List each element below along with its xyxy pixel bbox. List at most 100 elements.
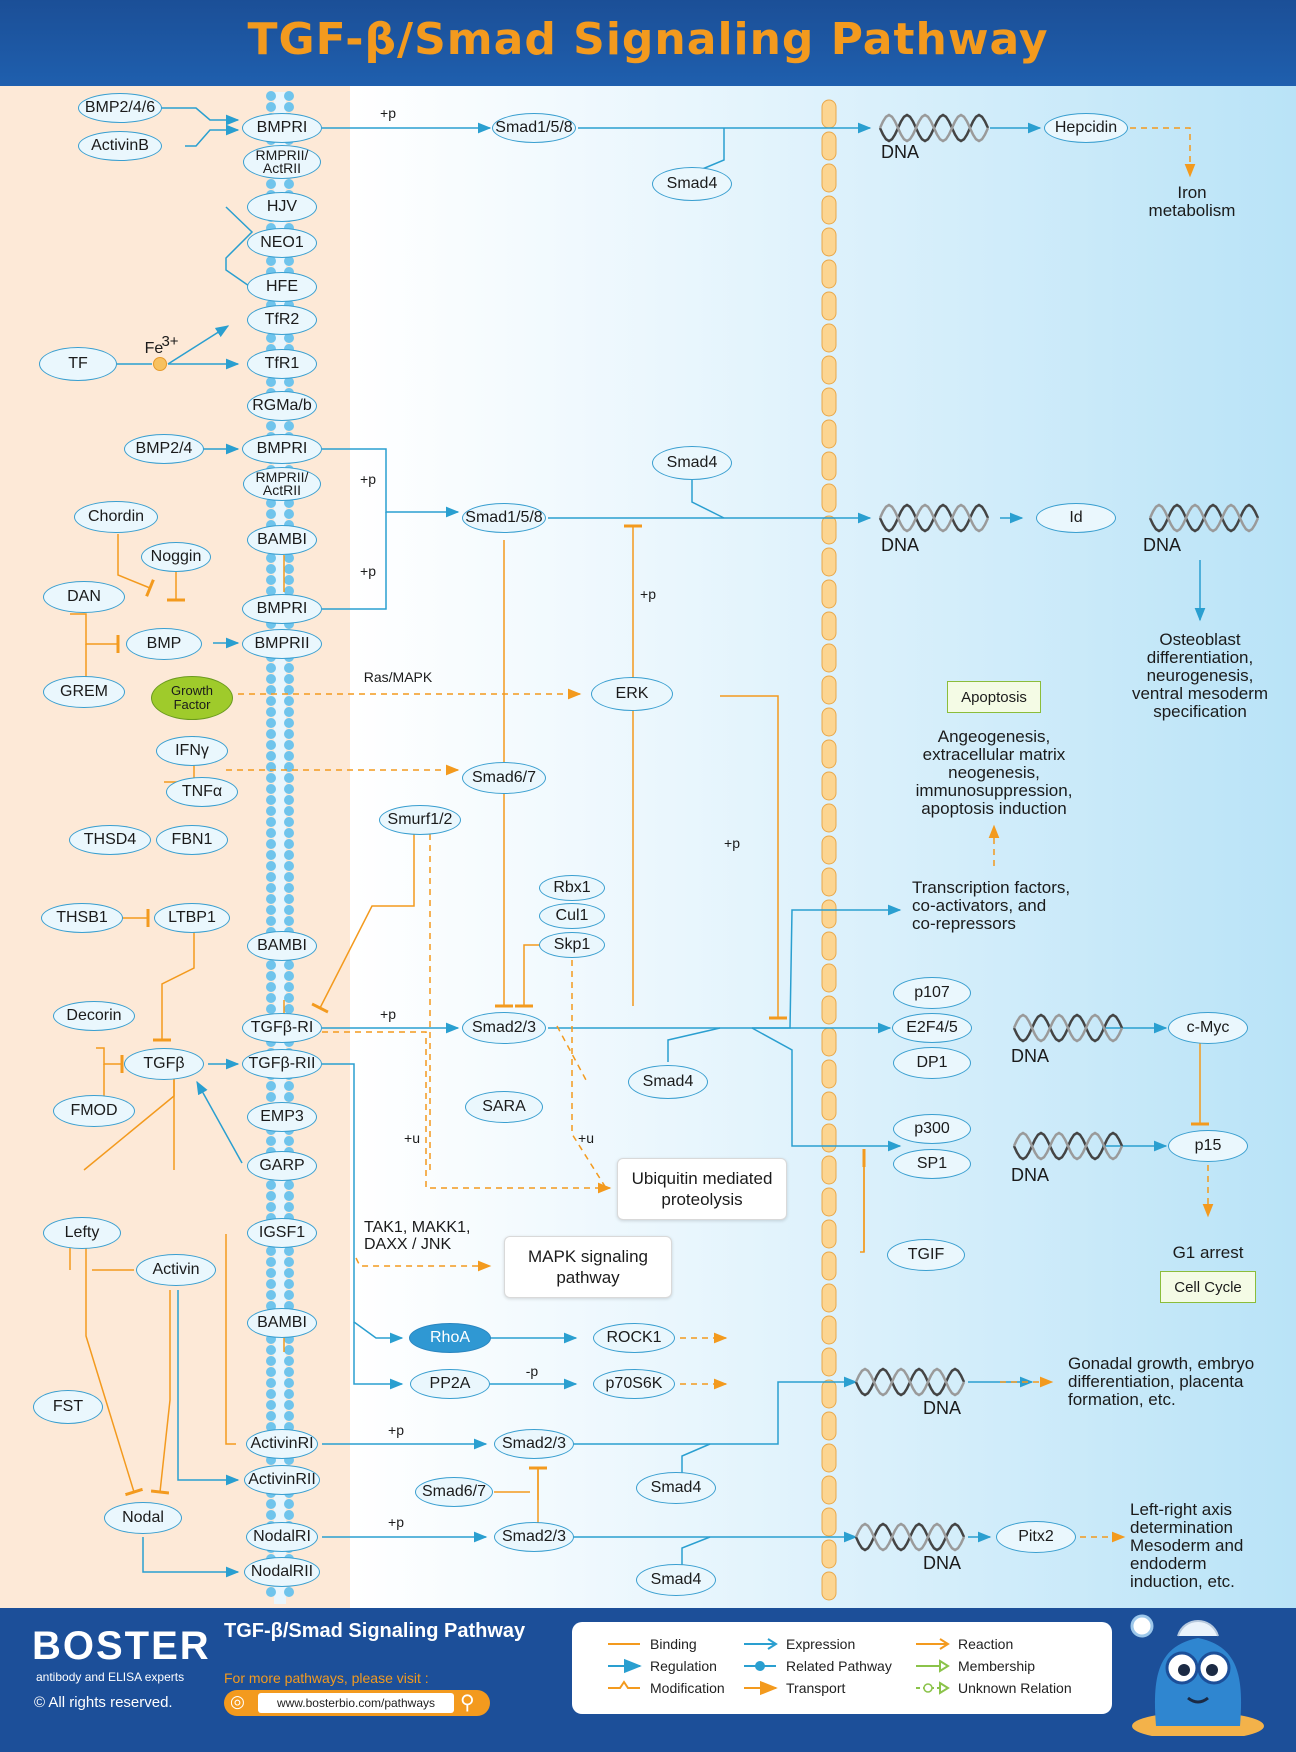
node-bmpri-1: BMPRI [242, 113, 322, 143]
edge-label-p8: +p [388, 1514, 404, 1530]
edge-label-u1: +u [404, 1130, 420, 1146]
dna-helix [854, 1367, 966, 1397]
node-hjv: HJV [247, 192, 317, 222]
lipid-head [266, 1257, 276, 1267]
dna-helices [854, 113, 1260, 1552]
label-dna-5: DNA [1010, 1164, 1049, 1185]
lipid-head [266, 1389, 276, 1399]
lipid-head [266, 102, 276, 112]
search-icon[interactable]: ⚲ [460, 1692, 475, 1714]
node-smad158-1: Smad1/5/8 [492, 113, 576, 143]
lipid-head [266, 839, 276, 849]
lipid-head [284, 685, 294, 695]
dna-helix [1012, 1013, 1124, 1043]
header-bar [0, 0, 1296, 86]
nuclear-pore-segment [821, 1059, 837, 1089]
lipid-head [266, 421, 276, 431]
lipid-head [266, 1290, 276, 1300]
lipid-head [284, 916, 294, 926]
node-bambi-2: BAMBI [247, 931, 317, 961]
label-fe: Fe [144, 340, 164, 357]
node-nodalrii: NodalRII [244, 1557, 320, 1587]
node-smad23-2: Smad2/3 [494, 1429, 574, 1459]
node-smad4-3: Smad4 [628, 1065, 708, 1099]
nuclear-pore-segment [821, 1155, 837, 1185]
lipid-head [284, 1587, 294, 1597]
lipid-head [284, 971, 294, 981]
lipid-head [284, 784, 294, 794]
fe-ion-icon [153, 357, 167, 371]
lipid-head [266, 685, 276, 695]
lipid-head [266, 707, 276, 717]
label-dna-6: DNA [922, 1397, 961, 1418]
regulation-edges [117, 107, 1206, 1578]
lipid-head [266, 740, 276, 750]
legend-binding: Binding [650, 1636, 697, 1652]
node-ltbp1: LTBP1 [154, 903, 230, 933]
lipid-head [266, 971, 276, 981]
lipid-head [266, 850, 276, 860]
node-bmp246: BMP2/4/6 [78, 93, 162, 123]
node-bmp24: BMP2/4 [124, 434, 204, 464]
lipid-head [284, 674, 294, 684]
lipid-head [284, 751, 294, 761]
legend-transport: Transport [786, 1680, 846, 1696]
node-smad23-1: Smad2/3 [462, 1012, 546, 1044]
node-rmprii-2: RMPRII/ ActRII [243, 467, 321, 501]
node-fmod: FMOD [53, 1095, 135, 1127]
node-tgif: TGIF [887, 1239, 965, 1271]
lipid-head [284, 509, 294, 519]
node-bmp: BMP [126, 628, 202, 660]
lipid-head [266, 509, 276, 519]
node-fst: FST [33, 1390, 103, 1424]
nuclear-pore-segment [821, 1027, 837, 1057]
lipid-head [284, 1389, 294, 1399]
lipid-head [284, 740, 294, 750]
label-iron: Iron metabolism [1148, 183, 1236, 220]
globe-icon: ◎ [230, 1692, 245, 1711]
node-p15: p15 [1168, 1130, 1248, 1162]
node-bambi-1: BAMBI [247, 525, 317, 555]
lipid-head [266, 960, 276, 970]
node-hepcidin: Hepcidin [1044, 113, 1128, 143]
edge-label-p7: +p [388, 1422, 404, 1438]
node-bambi-3: BAMBI [247, 1308, 317, 1338]
edge-label-u2: +u [578, 1130, 594, 1146]
node-id: Id [1036, 503, 1116, 533]
lipid-head [284, 718, 294, 728]
nuclear-pore-segment [821, 355, 837, 385]
node-tf: TF [39, 347, 117, 381]
pathways-link[interactable]: www.bosterbio.com/pathways [258, 1693, 454, 1713]
node-hfe: HFE [247, 272, 317, 302]
nuclear-pore-segment [821, 1475, 837, 1505]
nuclear-pore-segment [821, 163, 837, 193]
node-smad67-1: Smad6/7 [462, 762, 546, 794]
legend-unknown-relation: Unknown Relation [958, 1680, 1072, 1696]
node-tfr2: TfR2 [247, 305, 317, 335]
dna-helix [1012, 1131, 1124, 1161]
label-dna-4: DNA [1010, 1045, 1049, 1066]
node-grem: GREM [43, 676, 125, 708]
lipid-head [284, 1268, 294, 1278]
lipid-head [266, 1411, 276, 1421]
node-tgfb: TGFβ [124, 1048, 204, 1080]
box-mapk: MAPK signaling pathway [504, 1236, 672, 1298]
node-activinB: ActivinB [78, 131, 162, 161]
lipid-head [266, 564, 276, 574]
legend-reaction: Reaction [958, 1636, 1014, 1652]
lipid-head [266, 1499, 276, 1509]
node-p70: p70S6K [593, 1369, 675, 1399]
node-ifng: IFNγ [156, 736, 228, 766]
node-tgfbrii: TGFβ-RII [242, 1049, 322, 1079]
edge-label-p2: +p [360, 471, 376, 487]
lipid-head [266, 1400, 276, 1410]
node-smad4-4: Smad4 [636, 1472, 716, 1504]
lipid-head [266, 1279, 276, 1289]
nuclear-pore-segment [821, 579, 837, 609]
node-smad67-2: Smad6/7 [415, 1477, 493, 1507]
lipid-head [266, 333, 276, 343]
node-nodalri: NodalRI [246, 1522, 318, 1552]
edge-label-ras: Ras/MAPK [363, 669, 433, 685]
legend-box: Binding Regulation Modification Expressi… [572, 1622, 1112, 1714]
